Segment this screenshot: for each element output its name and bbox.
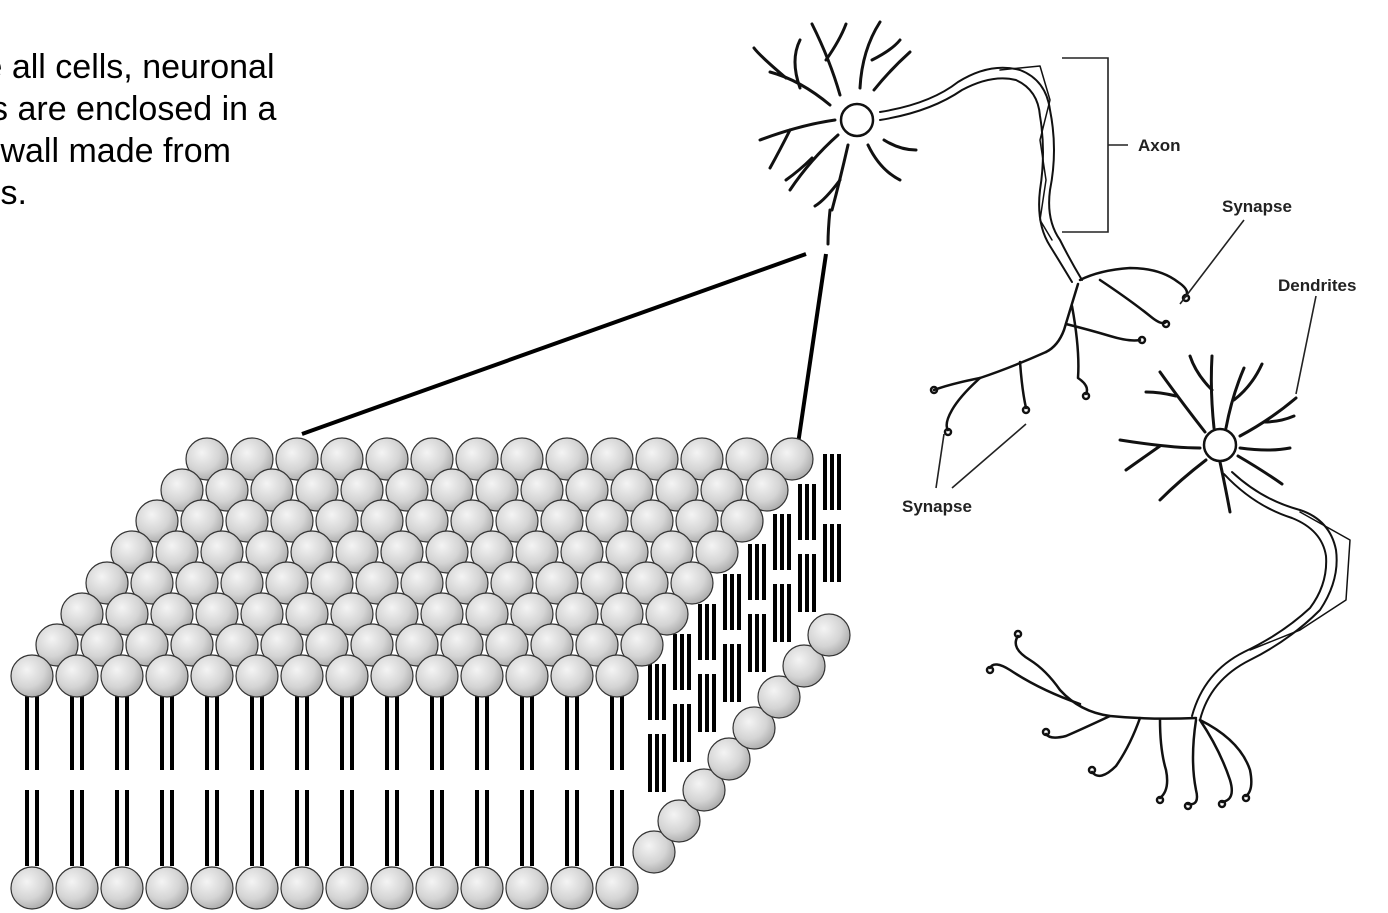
lipid-head	[326, 867, 368, 909]
lipid-head	[146, 867, 188, 909]
lower-neuron	[987, 356, 1350, 809]
lipid-bilayer-membrane	[11, 438, 850, 909]
upper-axon-terminals-icon	[931, 268, 1189, 435]
lipid-head	[506, 655, 548, 697]
lower-neuron-body-icon	[1204, 429, 1236, 461]
lipid-head	[551, 655, 593, 697]
synapse-bottom-leader-1	[936, 434, 944, 488]
lipid-head	[11, 867, 53, 909]
lipid-head	[506, 867, 548, 909]
label-axon: Axon	[1138, 136, 1181, 155]
lipid-head	[551, 867, 593, 909]
dendrites-leader	[1296, 296, 1316, 394]
lipid-head	[236, 655, 278, 697]
lipid-head	[596, 867, 638, 909]
lipid-head	[191, 867, 233, 909]
lipid-head	[236, 867, 278, 909]
lipid-head	[191, 655, 233, 697]
lipid-head	[11, 655, 53, 697]
axon-bracket	[1062, 58, 1108, 232]
zoom-lines	[302, 254, 826, 444]
lipid-head	[101, 655, 143, 697]
lipid-head	[808, 614, 850, 656]
label-synapse-top: Synapse	[1222, 197, 1292, 216]
lipid-head	[56, 867, 98, 909]
lipid-head	[281, 867, 323, 909]
label-synapse-bottom: Synapse	[902, 497, 972, 516]
synapse-top-leader	[1180, 220, 1244, 304]
upper-axon-icon	[880, 66, 1082, 282]
lipid-head	[371, 655, 413, 697]
lipid-head	[596, 655, 638, 697]
lipid-head	[56, 655, 98, 697]
lower-axon-icon	[1192, 472, 1350, 720]
lipid-head	[371, 867, 413, 909]
upper-neuron	[754, 22, 1189, 435]
lipid-head	[101, 867, 143, 909]
lipid-head	[281, 655, 323, 697]
lipid-head	[416, 655, 458, 697]
upper-neuron-dendrites-icon	[754, 22, 916, 244]
label-dendrites: Dendrites	[1278, 276, 1356, 295]
lipid-head	[146, 655, 188, 697]
lipid-head	[326, 655, 368, 697]
lipid-head	[416, 867, 458, 909]
lipid-head	[461, 655, 503, 697]
lower-axon-terminals-icon	[987, 631, 1251, 809]
lipid-head	[461, 867, 503, 909]
synapse-bottom-leader-2	[952, 424, 1026, 488]
